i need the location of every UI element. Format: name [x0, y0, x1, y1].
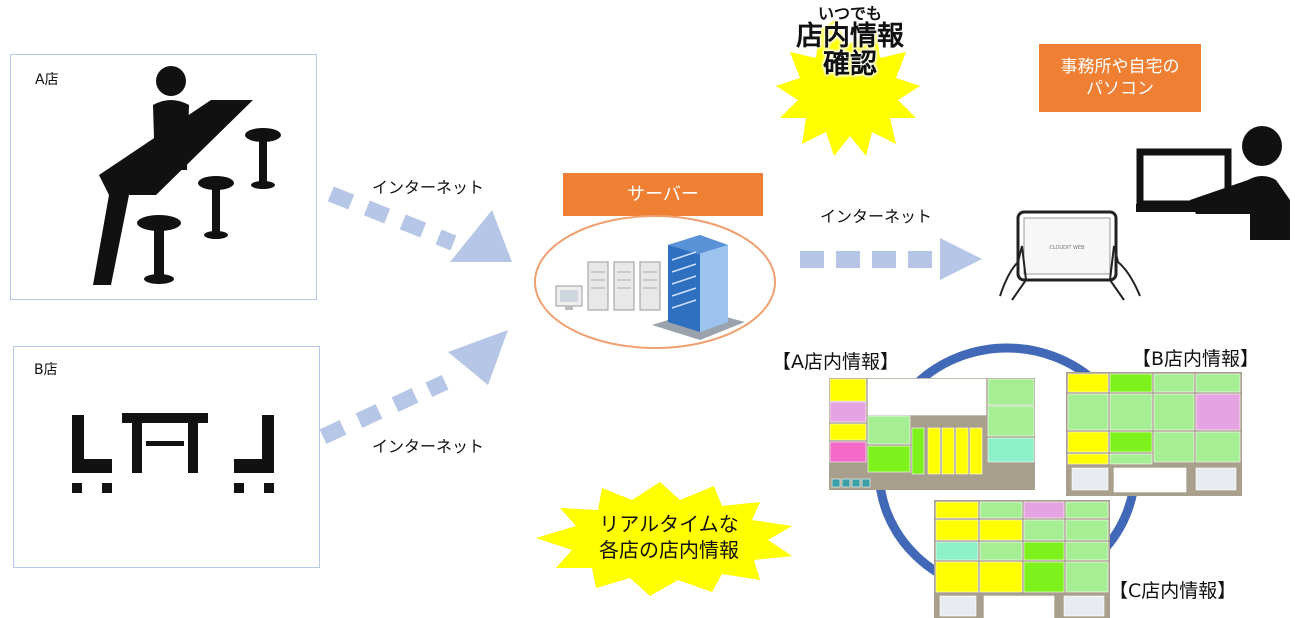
- burst-bottom-line2: 各店の店内情報: [599, 538, 739, 562]
- burst-top-line1: いつでも: [817, 4, 882, 23]
- tablet-screen-text: CLOUDIT WEB: [1049, 245, 1085, 251]
- burst-bottom-line1: リアルタイムな: [599, 512, 739, 536]
- internet-label-b: インターネット: [372, 437, 485, 456]
- store-a-label: A店: [35, 72, 59, 88]
- internet-label-right: インターネット: [820, 207, 933, 226]
- office-pc-label-box: 事務所や自宅の パソコン: [1039, 44, 1201, 112]
- store-a-box: A店: [10, 54, 317, 300]
- office-pc-line2: パソコン: [1086, 79, 1154, 99]
- store-c-info-title: 【C店内情報】: [1109, 580, 1237, 602]
- burst-top-text: いつでも 店内情報 確認: [780, 4, 920, 81]
- burst-top-line2: 店内情報: [796, 20, 904, 52]
- store-a-info-title: 【A店内情報】: [772, 351, 899, 373]
- server-label-box: サーバー: [563, 173, 763, 216]
- counter-bar-icon: [93, 66, 281, 285]
- store-b-box: B店: [13, 346, 320, 568]
- burst-top-line3: 確認: [823, 49, 877, 81]
- office-pc-line1: 事務所や自宅の: [1060, 57, 1180, 77]
- internet-label-a: インターネット: [372, 178, 485, 197]
- server-label: サーバー: [627, 184, 699, 205]
- burst-bottom-text: リアルタイムな 各店の店内情報: [574, 511, 764, 563]
- store-b-label: B店: [34, 362, 58, 378]
- table-chairs-icon: [72, 413, 274, 493]
- store-b-info-title: 【B店内情報】: [1132, 348, 1260, 370]
